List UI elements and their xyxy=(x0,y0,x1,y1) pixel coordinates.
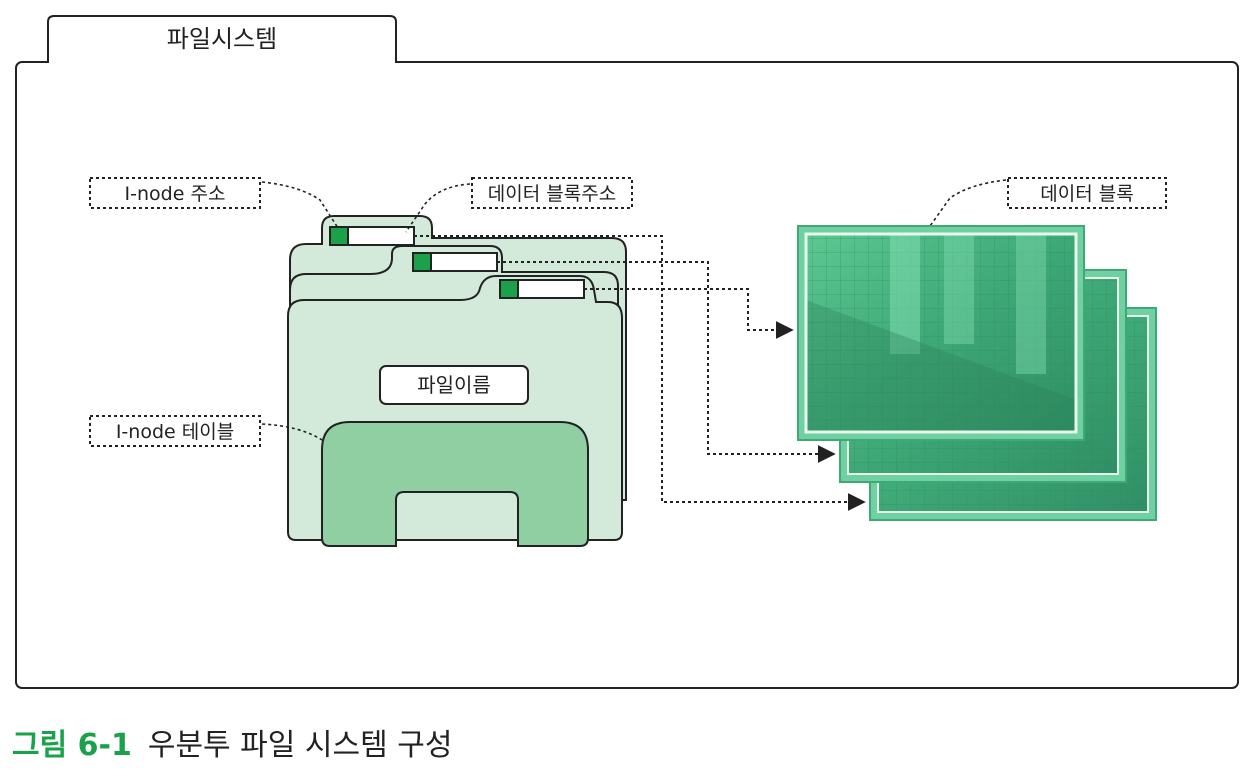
data-block-1 xyxy=(797,225,1085,441)
label-inode-address: I-node 주소 xyxy=(89,177,261,209)
figure-caption: 그림 6-1 우분투 파일 시스템 구성 xyxy=(12,720,452,764)
file-system-frame: 파일시스템 xyxy=(15,15,1239,689)
data-block-address-label: 데이터 블록주소 xyxy=(488,183,616,205)
figure-title: 우분투 파일 시스템 구성 xyxy=(147,728,453,763)
folder-pocket xyxy=(321,421,589,547)
pointer-arrows xyxy=(414,235,866,511)
inode-address-cell xyxy=(412,252,432,272)
data-block-stack xyxy=(797,225,1157,521)
figure-number: 그림 6-1 xyxy=(12,728,132,763)
outer-frame xyxy=(15,61,1239,689)
leader-lines xyxy=(261,179,1007,441)
inode-address-cell xyxy=(329,226,349,246)
arrow-to-block-3 xyxy=(414,235,866,511)
address-bar-2 xyxy=(412,252,498,272)
tab-title: 파일시스템 xyxy=(167,25,277,53)
address-bar-3 xyxy=(499,279,585,299)
data-block-label: 데이터 블록 xyxy=(1040,183,1133,205)
file-name-box xyxy=(379,365,529,405)
inode-address-cell xyxy=(499,279,519,299)
leader-data-block-address xyxy=(405,183,471,233)
inode-folder-stack: 파일이름 xyxy=(287,215,627,547)
file-name-label: 파일이름 xyxy=(417,373,491,397)
leader-inode-address xyxy=(261,181,339,229)
leader-inode-table xyxy=(261,423,323,441)
label-data-block: 데이터 블록 xyxy=(1007,177,1167,209)
label-data-block-address: 데이터 블록주소 xyxy=(471,177,633,209)
leader-data-block xyxy=(929,179,1007,227)
label-inode-table: I-node 테이블 xyxy=(89,415,261,447)
inode-address-label: I-node 주소 xyxy=(125,183,226,205)
arrow-to-block-2 xyxy=(497,261,836,463)
address-bar-1 xyxy=(329,226,415,246)
tab-shape xyxy=(47,15,397,62)
inode-table-label: I-node 테이블 xyxy=(116,421,234,443)
